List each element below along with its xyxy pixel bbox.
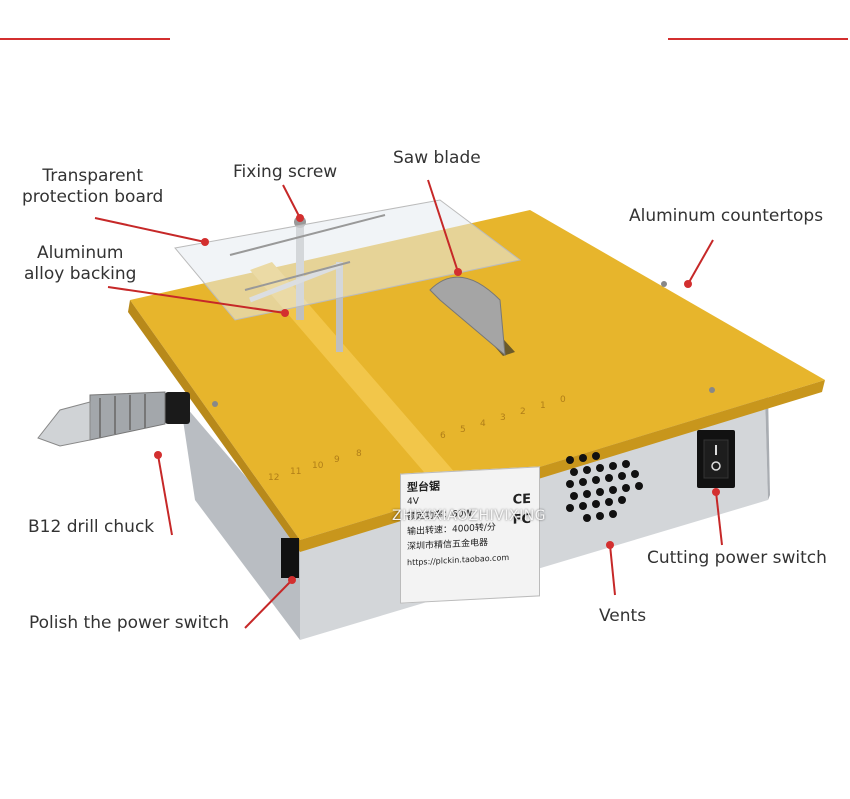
label-polish-switch: Polish the power switch: [29, 613, 230, 633]
vents-grille: [566, 452, 643, 522]
housing-left-side: [180, 400, 300, 640]
table-screw: [709, 387, 715, 393]
vent-hole: [635, 482, 643, 490]
label-fixing-screw: Fixing screw: [233, 162, 338, 182]
vent-hole: [596, 488, 604, 496]
callout-vents: [609, 544, 616, 596]
vent-hole: [570, 492, 578, 500]
top-left-decor-line: [0, 38, 170, 40]
ruler-mark: 6: [440, 431, 446, 441]
vent-hole: [579, 502, 587, 510]
vent-hole: [583, 514, 591, 522]
callout-aluminum-backing: [107, 286, 286, 314]
table-ruler: 6 5 4 3 2 1 0: [440, 395, 566, 441]
vent-hole: [596, 464, 604, 472]
ruler-mark: 4: [480, 419, 486, 429]
label-transparent-board: Transparent protection board: [22, 166, 163, 208]
ruler-mark: 12: [268, 473, 279, 483]
ruler-mark: 5: [460, 425, 466, 435]
callout-lines: [94, 179, 723, 629]
vent-hole: [605, 474, 613, 482]
vent-hole: [609, 510, 617, 518]
callout-dots: [154, 214, 720, 584]
callout-fixing-screw: [282, 184, 301, 219]
housing-right-side: [765, 392, 770, 500]
vent-hole: [566, 504, 574, 512]
ruler-mark: 2: [520, 407, 526, 417]
ruler-mark: 8: [356, 449, 362, 459]
label-vents: Vents: [599, 606, 647, 626]
ruler-mark: 0: [560, 395, 566, 405]
vent-hole: [592, 452, 600, 460]
callout-aluminum-countertops: [687, 239, 714, 285]
label-saw-blade: Saw blade: [393, 148, 481, 168]
board-slot: [244, 261, 351, 291]
transparent-board: [174, 199, 522, 321]
top-right-decor-line: [668, 38, 848, 40]
vent-hole: [609, 486, 617, 494]
ruler-mark: 3: [500, 413, 506, 423]
ruler-mark: 11: [290, 467, 301, 477]
vent-hole: [579, 478, 587, 486]
watermark-text: ZHIXIXIAOZHIVIXING: [392, 508, 547, 524]
polish-power-switch: [281, 538, 299, 578]
vent-hole: [583, 490, 591, 498]
label-aluminum-backing-line2: alloy backing: [24, 264, 137, 284]
label-transparent-board-line2: protection board: [22, 187, 164, 207]
vent-hole: [622, 484, 630, 492]
callout-transparent-board: [94, 217, 206, 243]
ruler-mark: 10: [312, 461, 324, 471]
vent-hole: [622, 460, 630, 468]
vent-hole: [618, 496, 626, 504]
ruler-mark: 9: [334, 455, 340, 465]
nameplate: 型台锯 4V 额定功率：60W 输出转速：4000转/分 深圳市精信五金电器 h…: [400, 466, 540, 604]
vent-hole: [618, 472, 626, 480]
label-drill-chuck: B12 drill chuck: [28, 517, 155, 537]
switch-off-mark: [711, 461, 721, 471]
callout-drill-chuck: [157, 454, 173, 536]
fence: [250, 262, 470, 500]
callout-polish-switch: [244, 579, 293, 629]
vent-hole: [596, 512, 604, 520]
table-screw: [661, 281, 667, 287]
ce-mark: CE: [512, 491, 531, 508]
vent-hole: [566, 456, 574, 464]
table-screw: [212, 401, 218, 407]
vent-hole: [579, 454, 587, 462]
vent-hole: [631, 470, 639, 478]
aluminum-table-left-edge: [128, 300, 300, 552]
callout-saw-blade: [427, 179, 459, 273]
vent-hole: [570, 468, 578, 476]
drill-chuck: [37, 391, 190, 447]
fixing-post: [336, 262, 343, 352]
board-slot: [229, 214, 386, 256]
label-transparent-board-line1: Transparent: [42, 166, 143, 186]
callout-cutting-switch: [715, 491, 723, 546]
vent-hole: [583, 466, 591, 474]
vent-hole: [566, 480, 574, 488]
saw-blade: [429, 276, 506, 357]
fence-ruler: 12 11 10 9 8: [268, 449, 362, 483]
vent-hole: [592, 476, 600, 484]
label-cutting-switch: Cutting power switch: [647, 548, 827, 568]
vent-hole: [609, 462, 617, 470]
label-aluminum-backing-line1: Aluminum: [36, 243, 124, 263]
label-aluminum-backing: Aluminum alloy backing: [24, 243, 136, 285]
vent-hole: [605, 498, 613, 506]
vent-hole: [592, 500, 600, 508]
label-aluminum-countertops: Aluminum countertops: [629, 206, 824, 226]
ruler-mark: 1: [540, 401, 546, 411]
